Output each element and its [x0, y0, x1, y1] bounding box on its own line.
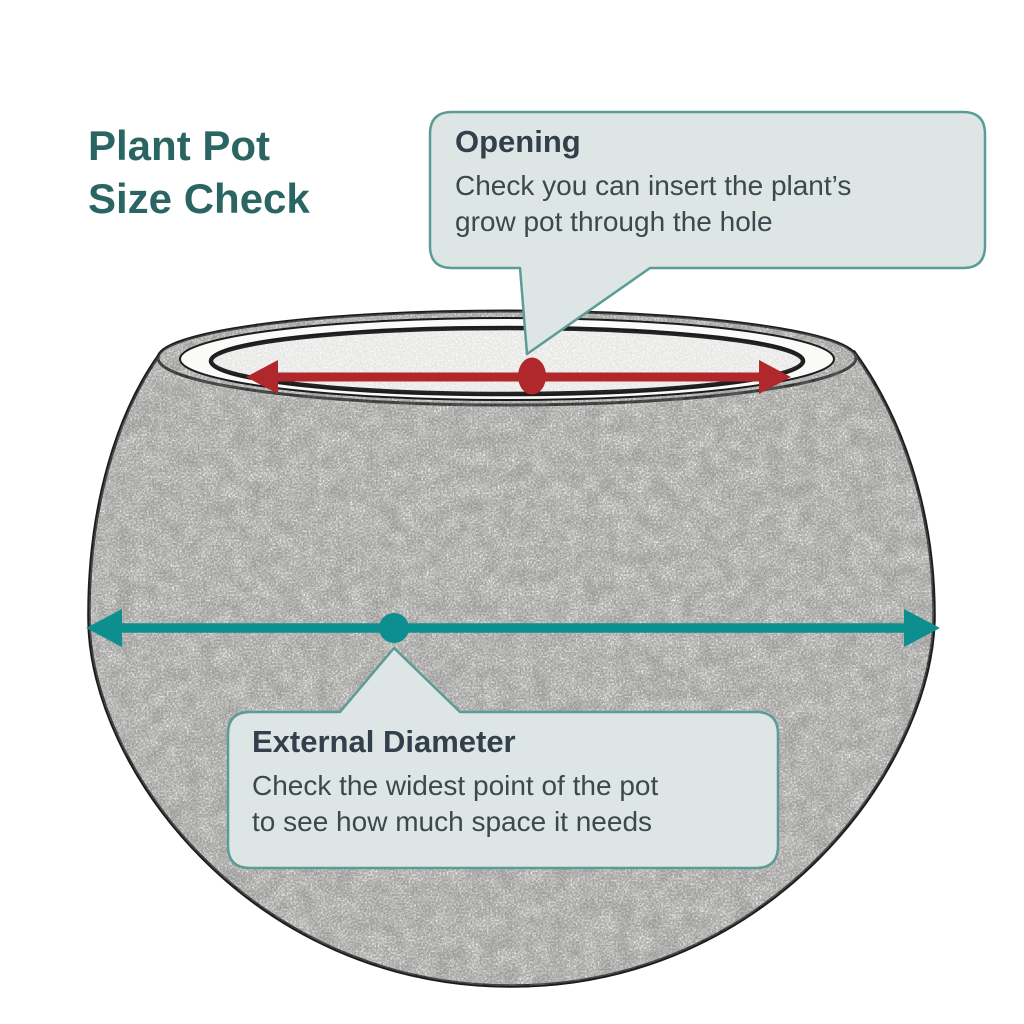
- external-diameter-callout: External Diameter Check the widest point…: [252, 724, 772, 840]
- pot-sketch-illustration: [87, 309, 936, 988]
- opening-callout-body: Check you can insert the plant’s grow po…: [455, 168, 975, 240]
- opening-callout-bubble: [428, 110, 987, 356]
- page-title-line2: Size Check: [88, 174, 310, 222]
- opening-body-line1: Check you can insert the plant’s: [455, 170, 852, 201]
- pot-speckle-texture: [88, 311, 935, 986]
- external-arrow-left-head: [86, 609, 122, 647]
- opening-body-line2: grow pot through the hole: [455, 205, 773, 237]
- page-title: Plant Pot Size Check: [88, 120, 310, 225]
- external-diameter-callout-bubble: [226, 646, 780, 870]
- opening-arrow-left-head: [246, 360, 278, 394]
- external-callout-heading: External Diameter: [252, 724, 516, 759]
- external-marker-dot: [379, 613, 409, 643]
- external-body-line1: Check the widest point of the pot: [252, 770, 659, 801]
- opening-arrow-right-head: [759, 360, 791, 394]
- pot-hole-texture: [211, 328, 803, 394]
- external-callout-body: Check the widest point of the pot to see…: [252, 768, 772, 840]
- opening-callout: Opening Check you can insert the plant’s…: [455, 124, 975, 240]
- opening-callout-heading: Opening: [455, 124, 581, 159]
- opening-marker-dot: [518, 357, 546, 395]
- external-diameter-measure-arrow: [86, 609, 940, 647]
- external-body-line2: to see how much space it needs: [252, 805, 653, 837]
- page-title-line1: Plant Pot: [88, 122, 271, 169]
- external-arrow-right-head: [904, 609, 940, 647]
